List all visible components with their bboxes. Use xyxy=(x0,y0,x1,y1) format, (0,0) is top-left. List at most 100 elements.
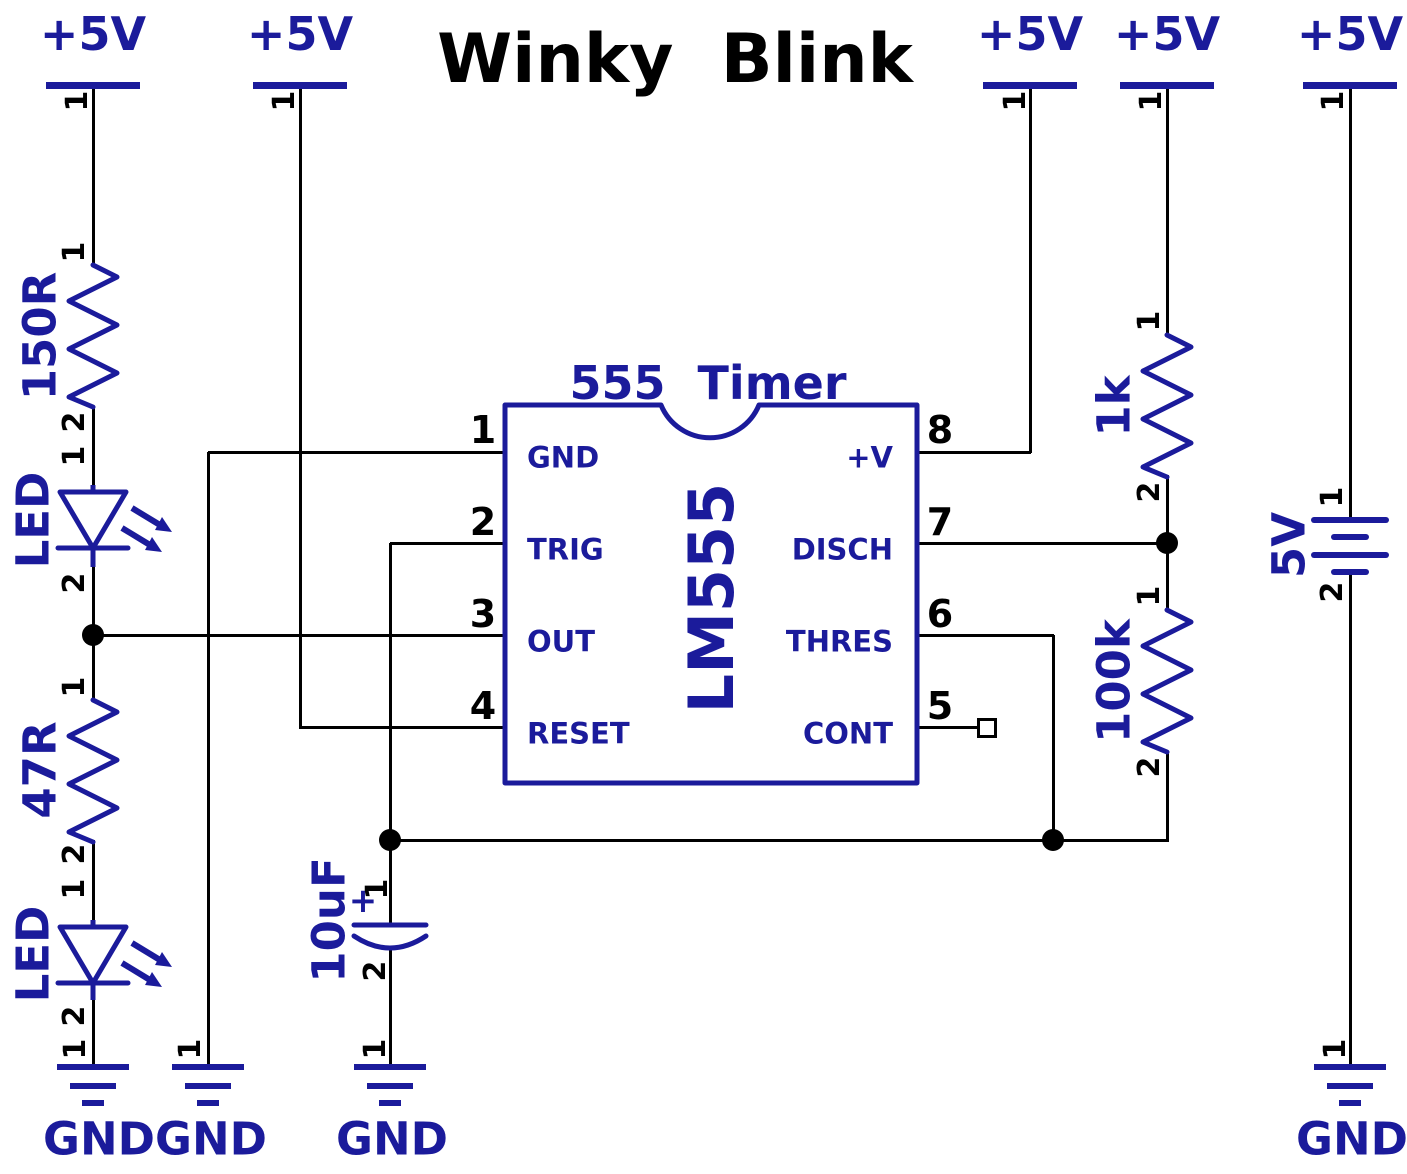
wire xyxy=(92,840,95,927)
junction-dot xyxy=(82,624,104,646)
ic-pin7-number: 7 xyxy=(926,500,954,544)
ic-pin6-label: THRES xyxy=(785,624,893,659)
wire xyxy=(208,451,505,454)
ic-pin4-number: 4 xyxy=(469,684,497,728)
wire xyxy=(390,839,1168,842)
ground-symbol xyxy=(1314,1064,1386,1106)
led2-label: LED xyxy=(6,905,60,1003)
ic-pin2-label: TRIG xyxy=(527,532,604,567)
resistor-r4-symbol xyxy=(1140,607,1194,755)
pin-number: 1 xyxy=(1316,90,1351,112)
pin-number: 1 xyxy=(58,1038,93,1060)
ic-pin8-number: 8 xyxy=(926,408,954,452)
pin-number: 2 xyxy=(57,843,92,865)
pin-number: 1 xyxy=(358,1038,393,1060)
resistor-r1-symbol xyxy=(66,262,120,410)
ic-pin5-label: CONT xyxy=(803,716,893,751)
pin-number: 1 xyxy=(60,90,95,112)
ic-pin1-label: GND xyxy=(527,440,600,475)
led1-label: LED xyxy=(6,471,60,569)
power-label: +5V xyxy=(39,7,147,61)
power-rail-bar xyxy=(253,82,347,89)
pin-number: 2 xyxy=(1132,481,1167,503)
power-label: +5V xyxy=(246,7,354,61)
wire xyxy=(1166,89,1169,337)
ic-pin5-number: 5 xyxy=(926,684,954,728)
no-connect-square xyxy=(977,718,997,738)
pin-number: 1 xyxy=(1318,1038,1353,1060)
pin-number: 2 xyxy=(1132,756,1167,778)
capacitor-value: 10uF xyxy=(302,857,356,983)
led1-symbol xyxy=(55,485,172,567)
junction-dot xyxy=(1156,532,1178,554)
capacitor-plus-mark: + xyxy=(348,881,378,921)
power-rail-bar xyxy=(1303,82,1397,89)
power-label: +5V xyxy=(1296,7,1404,61)
ic-pin4-label: RESET xyxy=(527,716,630,751)
ic-part-number: LM555 xyxy=(675,482,748,714)
pin-number: 1 xyxy=(57,878,92,900)
pin-number: 1 xyxy=(360,878,395,900)
wire xyxy=(917,726,977,729)
pin-number: 1 xyxy=(267,90,302,112)
wire xyxy=(92,89,95,265)
pin-number: 1 xyxy=(173,1038,208,1060)
ic-pin7-label: DISCH xyxy=(791,532,893,567)
resistor-r4-value: 100k xyxy=(1087,619,1141,743)
ground-label: GND xyxy=(336,1112,448,1166)
power-label: +5V xyxy=(1113,7,1221,61)
wire xyxy=(917,451,1031,454)
wire xyxy=(1029,89,1032,453)
ic-pin6-number: 6 xyxy=(926,592,954,636)
pin-number: 2 xyxy=(57,1005,92,1027)
junction-dot xyxy=(379,829,401,851)
capacitor-symbol xyxy=(351,922,429,951)
battery-symbol xyxy=(1311,517,1389,575)
ground-symbol xyxy=(57,1064,129,1106)
wire xyxy=(92,982,95,1067)
wire xyxy=(1166,752,1169,842)
wire xyxy=(1349,89,1352,520)
pin-number: 1 xyxy=(998,90,1033,112)
pin-number: 1 xyxy=(1132,310,1167,332)
power-rail-bar xyxy=(46,82,140,89)
ic-heading: 555 Timer xyxy=(569,356,847,410)
ic-body xyxy=(502,402,920,786)
ic-pin8-label: +V xyxy=(846,440,893,475)
pin-number: 1 xyxy=(57,676,92,698)
wire xyxy=(207,452,210,1067)
power-label: +5V xyxy=(976,7,1084,61)
schematic-title: Winky Blink xyxy=(437,20,913,99)
resistor-r3-symbol xyxy=(1140,332,1194,480)
battery-value: 5V xyxy=(1262,511,1316,579)
resistor-r1-value: 150R xyxy=(13,271,67,401)
power-rail-bar xyxy=(1120,82,1214,89)
ic-pin3-number: 3 xyxy=(469,592,497,636)
wire xyxy=(1052,635,1055,842)
wire xyxy=(1349,572,1352,1067)
ic-pin3-label: OUT xyxy=(527,624,595,659)
wire xyxy=(300,726,505,729)
pin-number: 2 xyxy=(358,960,393,982)
power-rail-bar xyxy=(983,82,1077,89)
resistor-r2-symbol xyxy=(66,697,120,845)
led2-symbol xyxy=(55,920,172,1000)
wire xyxy=(299,89,302,729)
junction-dot xyxy=(1042,829,1064,851)
pin-number: 2 xyxy=(57,411,92,433)
wire xyxy=(93,634,505,637)
ground-symbol xyxy=(354,1064,426,1106)
pin-number: 1 xyxy=(1134,90,1169,112)
wire xyxy=(917,542,1168,545)
resistor-r2-value: 47R xyxy=(13,721,67,819)
wire xyxy=(389,543,392,925)
pin-number: 1 xyxy=(57,445,92,467)
pin-number: 2 xyxy=(1315,581,1350,603)
ground-label: GND xyxy=(1296,1112,1407,1166)
pin-number: 1 xyxy=(1132,585,1167,607)
ground-label: GND xyxy=(43,1112,155,1166)
wire xyxy=(389,946,392,1067)
pin-number: 1 xyxy=(1315,486,1350,508)
wire xyxy=(917,634,1054,637)
